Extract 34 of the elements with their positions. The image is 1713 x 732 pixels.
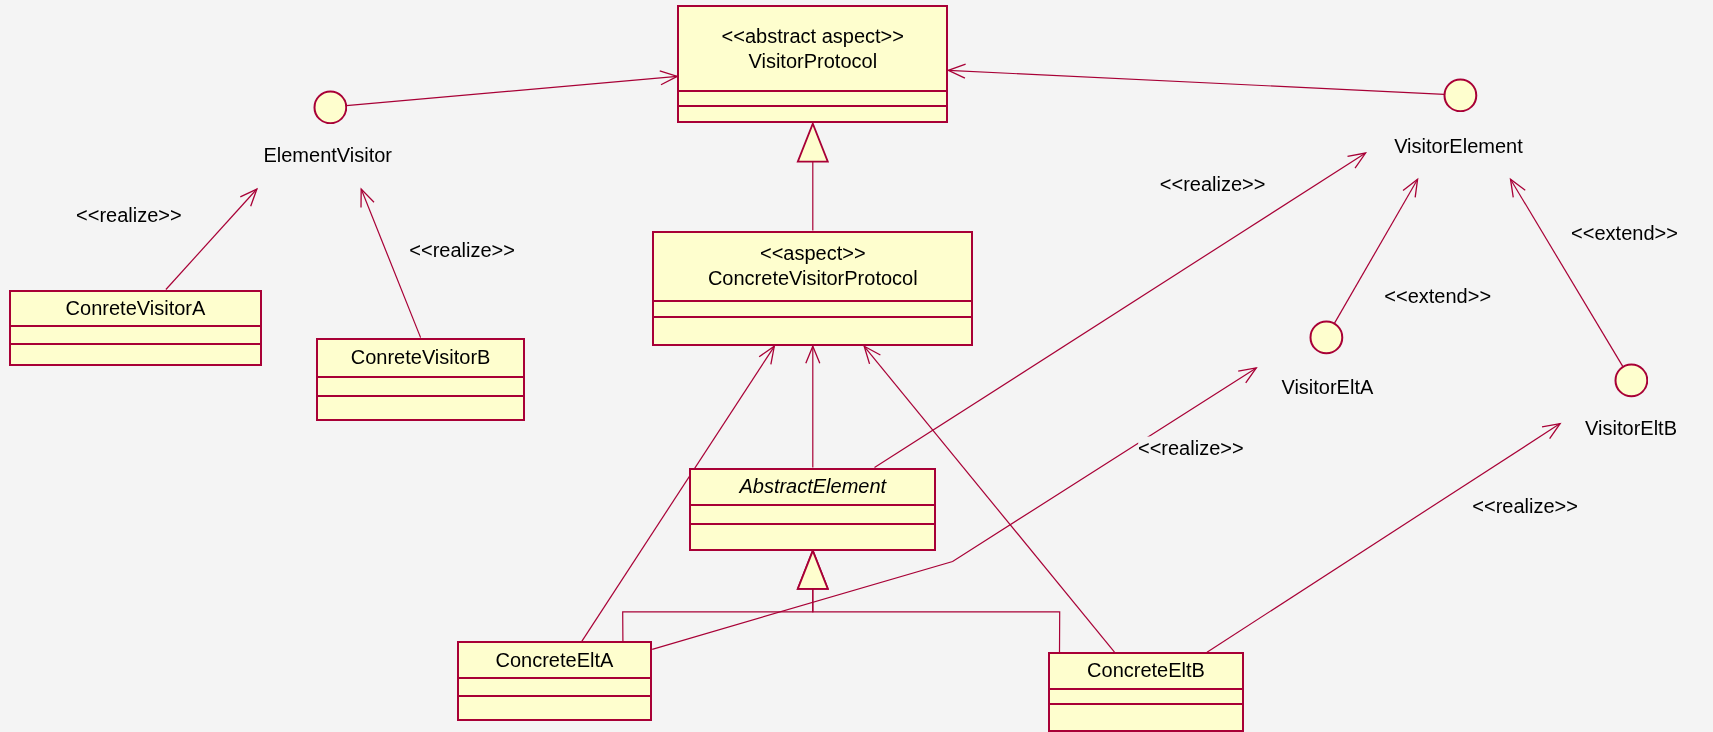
arrow <box>1333 178 1419 324</box>
arrow <box>863 345 1116 653</box>
arrow <box>873 152 1367 469</box>
class-name: ConcreteEltA <box>495 647 614 673</box>
interface-name: VisitorEltB <box>1584 417 1678 441</box>
class-name: ConcreteEltB <box>1087 658 1205 684</box>
class-box <box>1047 652 1245 732</box>
class-name: ConreteVisitorA <box>65 295 206 321</box>
arrow <box>805 345 821 469</box>
class-name: ConreteVisitorB <box>350 345 491 371</box>
interface-name: ElementVisitor <box>262 144 393 168</box>
class-name: VisitorProtocol <box>748 48 878 74</box>
arrow <box>345 70 678 107</box>
interface-name: VisitorElement <box>1393 135 1524 159</box>
arrow <box>1206 422 1561 653</box>
class-box <box>689 467 937 551</box>
stereotype-text: <<abstract aspect>> <box>721 23 904 49</box>
class-name: AbstractElement <box>739 474 887 500</box>
class-box <box>8 289 263 366</box>
class-box <box>315 337 526 421</box>
interface-name: VisitorEltA <box>1280 375 1375 399</box>
arrow <box>947 63 1445 95</box>
generalization-arrow <box>796 122 829 232</box>
arrow <box>165 188 258 291</box>
stereotype-text: <<aspect>> <box>759 241 866 267</box>
arrow <box>651 367 1257 650</box>
generalization-arrow <box>796 549 1061 653</box>
arrow <box>581 345 775 642</box>
class-box <box>677 5 949 124</box>
class-box <box>456 641 653 722</box>
class-box <box>652 230 974 347</box>
class-name: ConcreteVisitorProtocol <box>707 266 918 292</box>
arrow <box>360 188 422 339</box>
arrow <box>1509 178 1624 367</box>
